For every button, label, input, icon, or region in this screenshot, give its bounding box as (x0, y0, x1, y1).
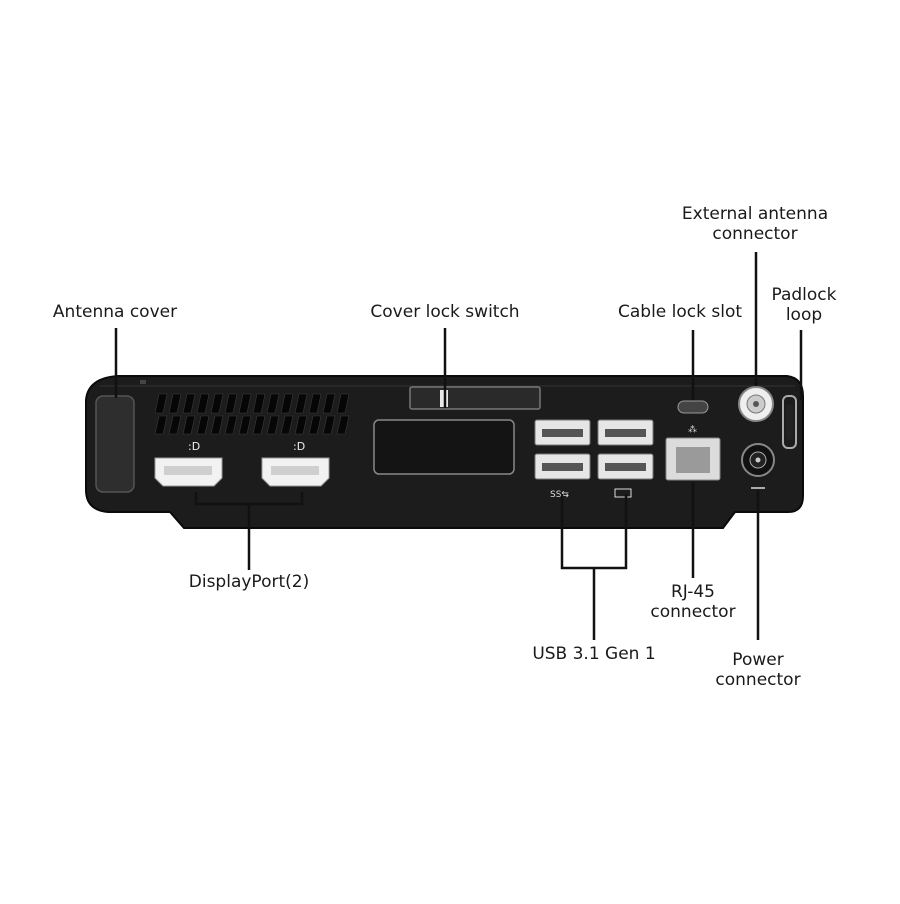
cover-lock-switch (409, 386, 541, 410)
usb-ports: SS⇆ (534, 419, 654, 500)
label-padlock-line1: Padlock (771, 285, 837, 305)
svg-text:⁂: ⁂ (688, 424, 697, 435)
power-connector (741, 443, 775, 489)
label-padlock-line2: loop (785, 305, 823, 325)
label-rj45-line1: RJ-45 (671, 582, 715, 602)
label-rj45-connector: RJ-45 connector (633, 582, 753, 622)
svg-text::D: :D (188, 440, 200, 453)
external-antenna-connector (738, 386, 774, 422)
label-cable-lock-slot: Cable lock slot (617, 302, 743, 322)
displayport-port-2: :D (261, 440, 330, 487)
label-external-antenna-line1: External antenna (681, 204, 829, 224)
svg-text:SS⇆: SS⇆ (550, 490, 569, 500)
padlock-loop (782, 395, 797, 449)
displayport-port-1: :D (154, 440, 223, 487)
vent-grille (154, 393, 350, 435)
label-external-antenna-connector: External antenna connector (670, 204, 840, 244)
antenna-cover (95, 395, 135, 493)
rj45-port: ⁂ (665, 424, 721, 481)
label-padlock-loop: Padlock loop (764, 285, 844, 325)
label-cover-lock-switch: Cover lock switch (370, 302, 520, 322)
cable-lock-slot (677, 400, 709, 414)
label-power-line1: Power (732, 650, 784, 670)
label-usb: USB 3.1 Gen 1 (532, 644, 656, 664)
label-rj45-line2: connector (650, 602, 736, 622)
label-external-antenna-line2: connector (712, 224, 798, 244)
label-power-connector: Power connector (698, 650, 818, 690)
blank-panel (373, 419, 515, 475)
label-power-line2: connector (715, 670, 801, 690)
svg-text::D: :D (293, 440, 305, 453)
label-antenna-cover: Antenna cover (52, 302, 178, 322)
leader-lines (114, 252, 803, 640)
label-displayport: DisplayPort(2) (188, 572, 310, 592)
